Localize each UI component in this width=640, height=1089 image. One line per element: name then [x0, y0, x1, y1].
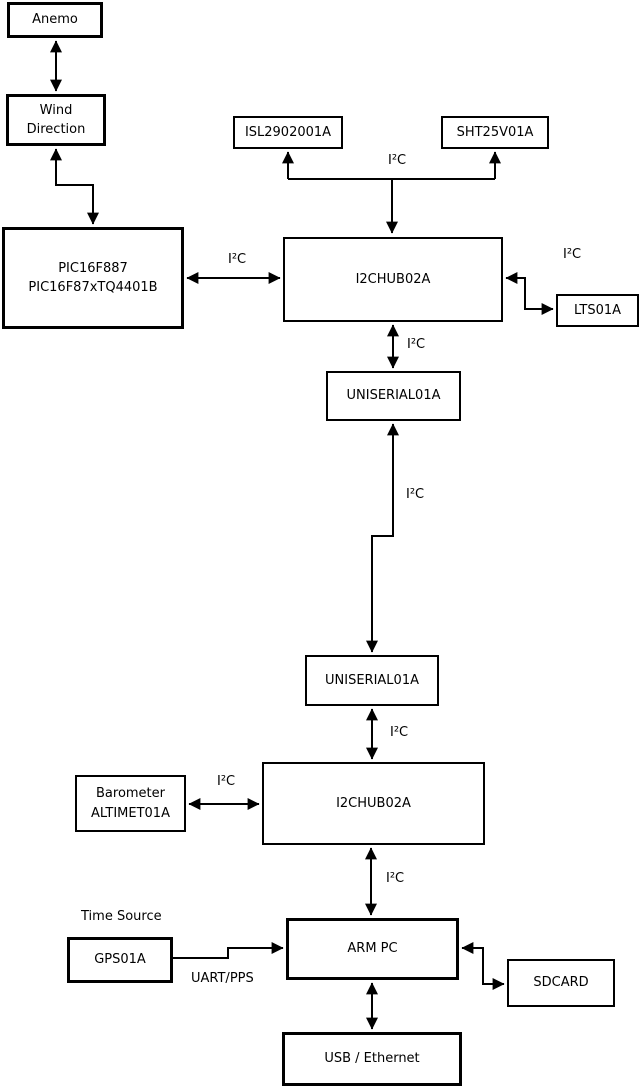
node-pic16f887: PIC16F887 PIC16F87xTQ4401B	[2, 227, 184, 329]
edge-label-i2c-barometer: I²C	[217, 774, 236, 789]
edge-hub1-lts	[505, 272, 554, 315]
edge-label-i2c-pic-hub1: I²C	[228, 252, 247, 267]
node-sdcard: SDCARD	[507, 959, 615, 1007]
edge-wind-pic	[50, 148, 99, 225]
edge-label-i2c-lts: I²C	[563, 247, 582, 262]
label-time-source: Time Source	[81, 909, 162, 924]
node-gps01a: GPS01A	[67, 937, 173, 983]
edge-label-i2c-uniserial2-hub2: I²C	[390, 725, 409, 740]
node-wind-direction: Wind Direction	[6, 94, 106, 146]
node-uniserial01a-bottom: UNISERIAL01A	[305, 655, 439, 706]
node-uniserial01a-top: UNISERIAL01A	[326, 371, 461, 421]
node-i2chub02a-bottom: I2CHUB02A	[262, 762, 485, 845]
edge-arm-sdcard	[461, 942, 505, 990]
edge-label-i2c-hub2-arm: I²C	[386, 871, 405, 886]
node-isl2902001a: ISL2902001A	[233, 116, 343, 149]
edge-label-i2c-branch: I²C	[388, 153, 407, 168]
label-uart-pps: UART/PPS	[191, 971, 254, 986]
node-lts01a: LTS01A	[556, 294, 639, 327]
node-barometer-altimet01a: Barometer ALTIMET01A	[75, 775, 186, 832]
node-arm-pc: ARM PC	[286, 918, 459, 980]
node-anemo: Anemo	[7, 2, 103, 38]
edge-gps-arm	[173, 942, 284, 959]
edge-label-i2c-long-link: I²C	[406, 487, 425, 502]
edge-uniserial1-uniserial2	[366, 423, 399, 653]
edge-label-i2c-hub1-uniserial1: I²C	[407, 337, 426, 352]
node-usb-ethernet: USB / Ethernet	[282, 1032, 462, 1086]
node-sht25v01a: SHT25V01A	[441, 116, 549, 149]
node-i2chub02a-top: I2CHUB02A	[283, 237, 503, 322]
